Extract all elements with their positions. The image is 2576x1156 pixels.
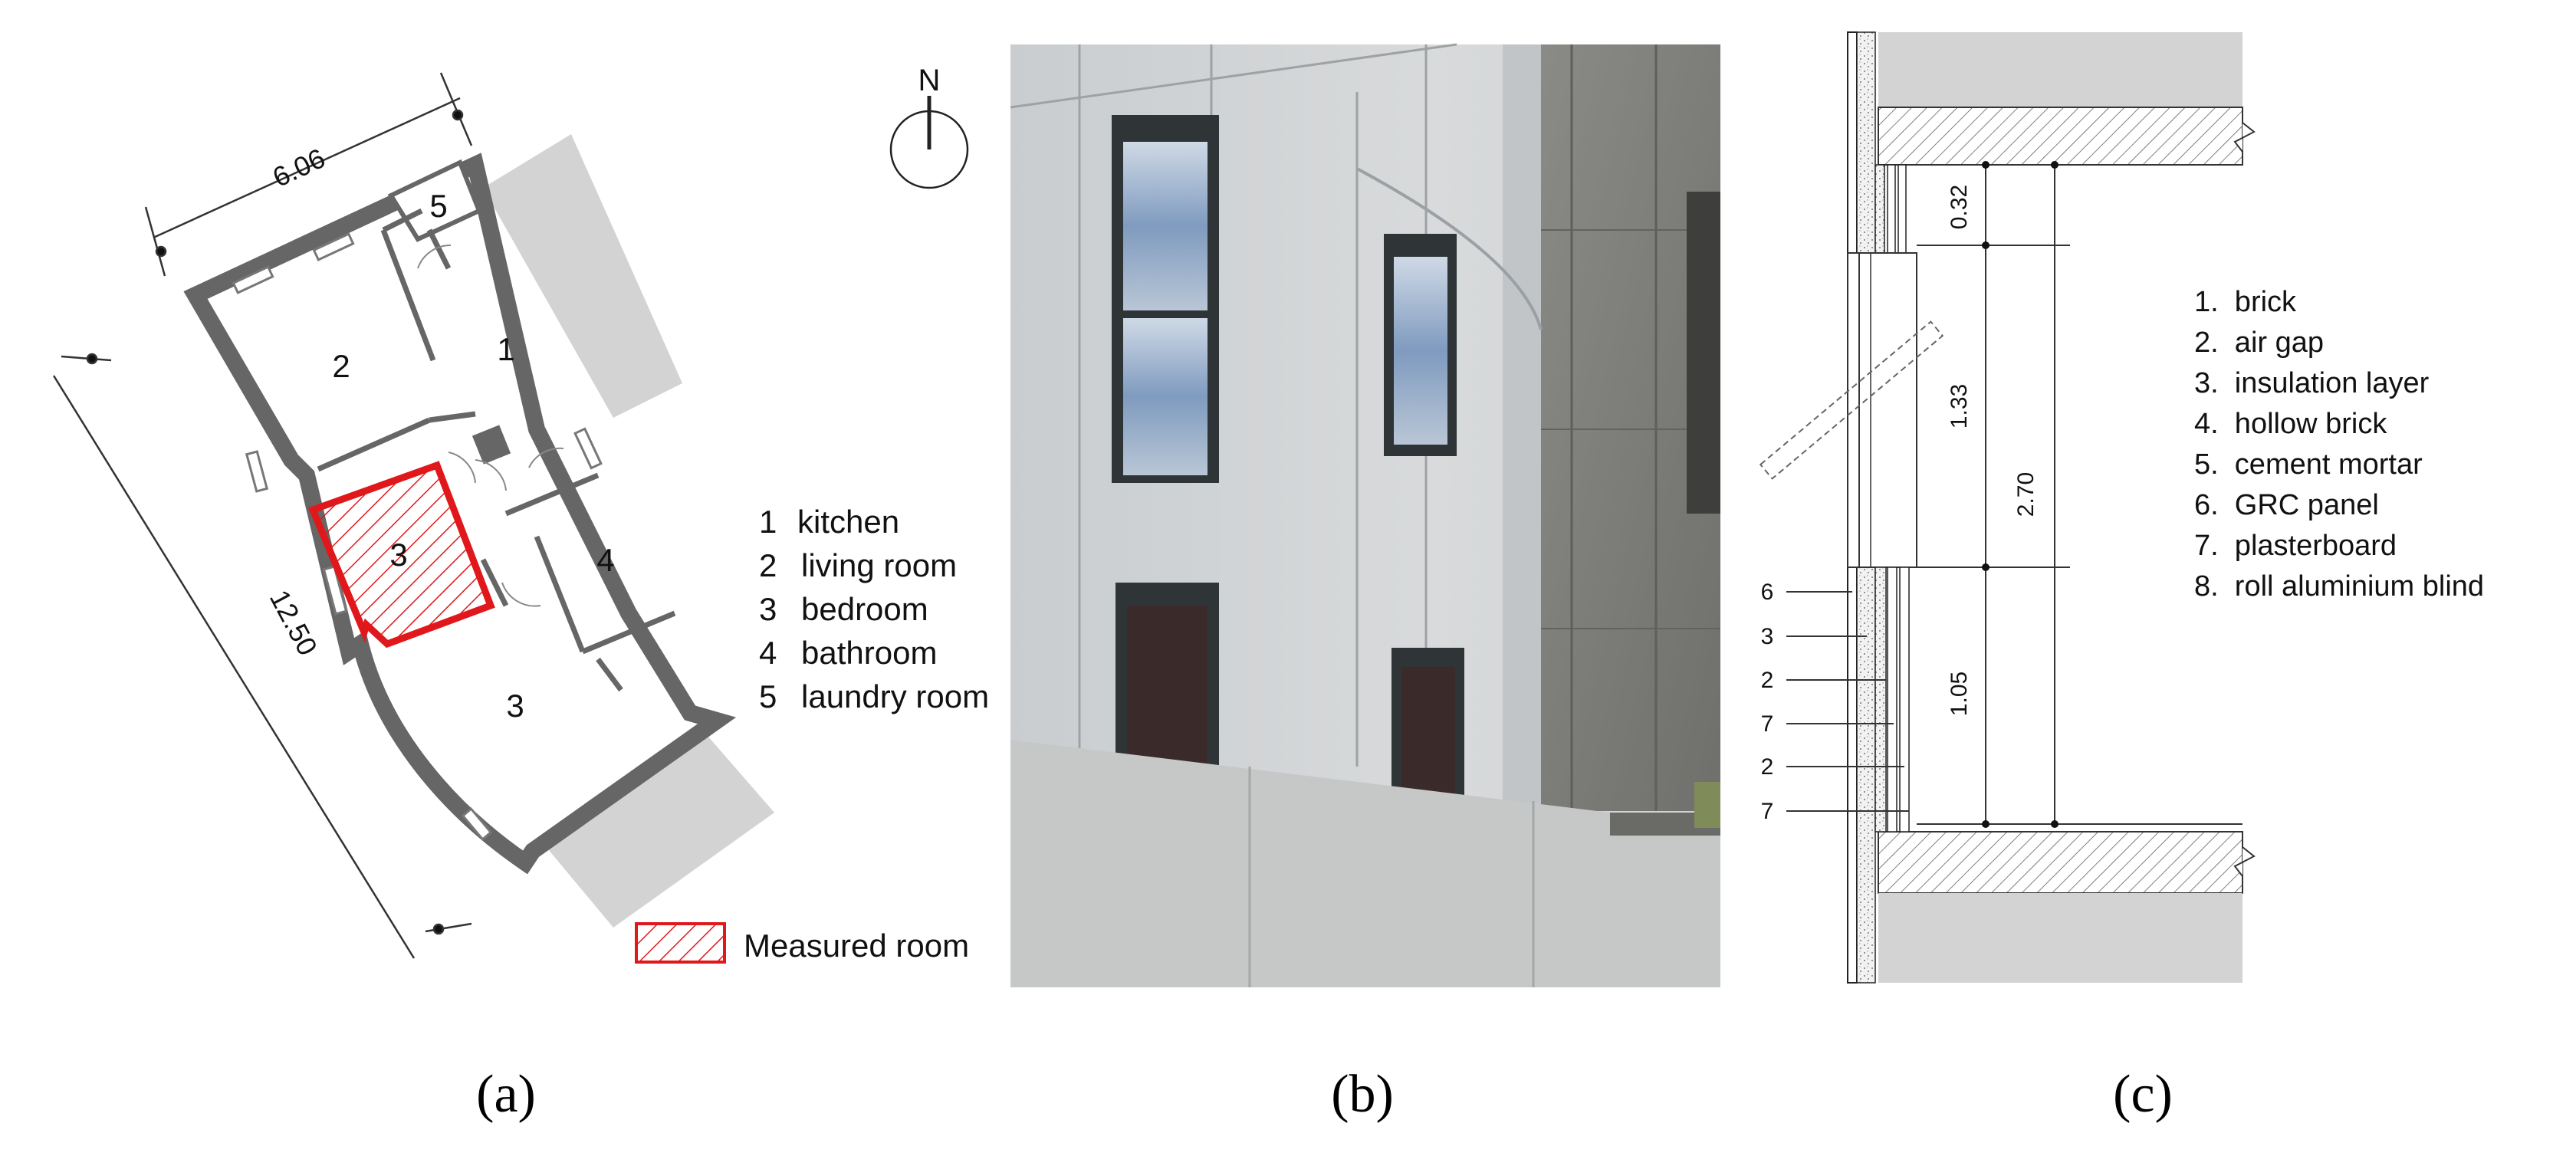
material-6: 6. GRC panel: [2194, 489, 2379, 521]
room-number-bedroom: 3: [506, 688, 524, 724]
section-dimension-lines: [1917, 164, 2242, 825]
material-4: 4. hollow brick: [2194, 408, 2387, 440]
legend-label-5: laundry room: [801, 678, 989, 714]
legend-label-3: bedroom: [801, 591, 928, 627]
adjacent-building-bottom: [537, 724, 774, 928]
legend-label-4: bathroom: [801, 635, 937, 671]
lower-floor-gray: [1878, 893, 2242, 983]
legend-num-2: 2: [759, 547, 777, 583]
material-3: 3. insulation layer: [2194, 367, 2430, 399]
dimension-left: [52, 353, 472, 959]
floor-plan-panel: 6.06 12.50 5 2 1 3 4 3 1 kitchen 2 livin…: [52, 72, 989, 1124]
facade-photo: [1010, 43, 1720, 987]
callout-6: 6: [1761, 580, 1774, 605]
room-number-living: 2: [332, 348, 350, 384]
room-number-bathroom: 4: [596, 542, 614, 578]
caption-a: (a): [476, 1065, 536, 1124]
north-label: N: [918, 64, 941, 97]
callout-2-a: 2: [1761, 668, 1774, 693]
dim-1-05: 1.05: [1947, 672, 1972, 716]
section-dimension-dots: [1982, 161, 2058, 828]
dim-0-32: 0.32: [1947, 185, 1972, 229]
material-legend: 1. brick 2. air gap 3. insulation layer …: [2194, 286, 2484, 603]
material-8: 8. roll aluminium blind: [2194, 570, 2484, 603]
callout-7-b: 7: [1761, 799, 1774, 824]
dimension-left-label: 12.50: [264, 585, 324, 661]
lower-slab: [1878, 831, 2243, 894]
caption-b: (b): [1331, 1065, 1394, 1124]
door-swings: [417, 244, 564, 607]
laundry-room-box: [387, 159, 482, 242]
callout-2-b: 2: [1761, 754, 1774, 780]
roll-blind-rotated: [1759, 320, 1944, 480]
room-legend: 1 kitchen 2 living room 3 bedroom 4 bath…: [759, 504, 989, 714]
dim-2-70: 2.70: [2013, 472, 2039, 517]
legend-label-2: living room: [801, 547, 957, 583]
window-markers: [232, 232, 603, 841]
material-5: 5. cement mortar: [2194, 448, 2423, 481]
material-7: 7. plasterboard: [2194, 530, 2397, 562]
north-arrow-icon: [889, 96, 969, 189]
room-number-measured-bedroom: 3: [389, 537, 407, 573]
layer-callout-leaders: [1786, 591, 1909, 812]
adjacent-building-top: [483, 134, 682, 418]
upper-slab: [1878, 107, 2243, 166]
measured-room-label: Measured room: [744, 928, 969, 964]
material-2: 2. air gap: [2194, 327, 2324, 359]
caption-c: (c): [2113, 1065, 2173, 1124]
legend-num-4: 4: [759, 635, 777, 671]
dimension-top: [144, 72, 473, 277]
window-opening: [1847, 252, 1917, 568]
dimension-top-label: 6.06: [268, 142, 330, 193]
room-number-laundry: 5: [429, 188, 447, 224]
structural-column: [472, 425, 511, 465]
legend-num-1: 1: [759, 504, 777, 540]
break-symbol-top: [2233, 107, 2256, 165]
wall-section-panel: 0.32 1.33 2.70 1.05 6 3 2 7 2 7 1. brick…: [1759, 31, 2484, 1124]
legend-num-3: 3: [759, 591, 777, 627]
callout-7-a: 7: [1761, 711, 1774, 737]
break-symbol-bottom: [2233, 832, 2256, 893]
callout-3: 3: [1761, 624, 1774, 649]
interior-partitions: [317, 208, 676, 692]
upper-floor-gray: [1878, 32, 2242, 107]
legend-num-5: 5: [759, 678, 777, 714]
measured-room-swatch: [635, 922, 726, 964]
measured-room-highlight: [308, 461, 495, 649]
room-number-kitchen: 1: [497, 331, 514, 367]
material-1: 1. brick: [2194, 286, 2297, 318]
legend-label-1: kitchen: [797, 504, 899, 540]
dim-1-33: 1.33: [1947, 384, 1972, 429]
facade-photo-panel: N: [889, 43, 1720, 1124]
